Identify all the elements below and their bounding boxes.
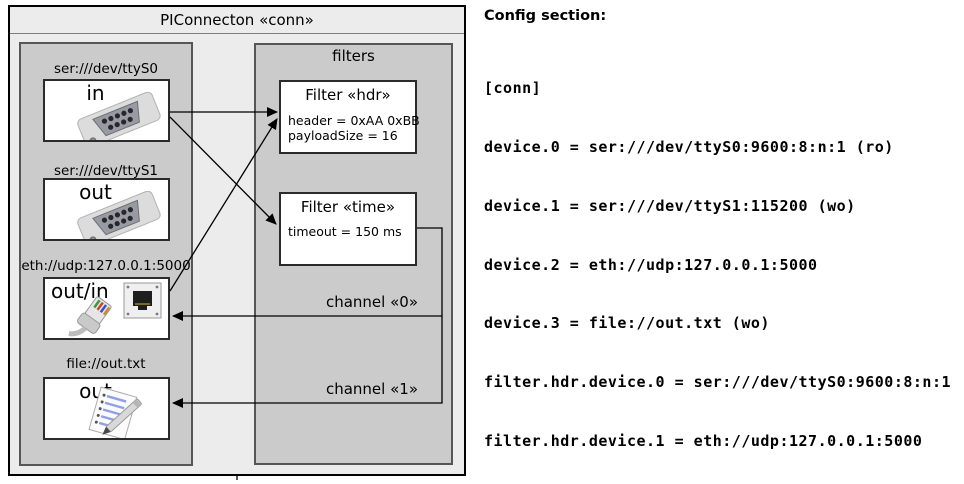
serial-connector-icon (77, 191, 161, 239)
config-line: device.0 = ser:///dev/ttyS0:9600:8:n:1 (… (484, 137, 894, 156)
device-direction: in (86, 81, 105, 105)
config-line: filter.hdr.device.0 = ser:///dev/ttyS0:9… (484, 373, 952, 392)
filter-time-box: Filter «time» timeout = 150 ms (279, 192, 417, 266)
channel-0-label: channel «0» (325, 293, 418, 311)
diagram-title: PIConnecton «conn» (10, 7, 464, 34)
notepad-file-icon (88, 386, 142, 438)
config-line: device.3 = file://out.txt (wo) (484, 314, 770, 333)
device-box-ttyS1: out (43, 178, 170, 241)
device-url-eth: eth://udp:127.0.0.1:5000 (21, 258, 191, 274)
filter-hdr-attr-header: header = 0xAA 0xBB (288, 113, 420, 128)
channel-1-label: channel «1» (325, 380, 418, 398)
config-line: filter.hdr.device.1 = eth://udp:127.0.0.… (484, 431, 923, 450)
ethernet-jack-icon (123, 282, 162, 319)
device-box-eth: out/in (43, 277, 170, 340)
filter-time-attr-timeout: timeout = 150 ms (288, 224, 402, 239)
config-line: [conn] (484, 79, 542, 98)
filters-panel-title: filters (332, 47, 375, 65)
device-direction: out/in (51, 279, 109, 303)
config-section-heading: Config section: (484, 8, 607, 24)
device-url-ttyS0: ser:///dev/ttyS0 (54, 61, 158, 77)
filter-hdr-box: Filter «hdr» header = 0xAA 0xBB payloadS… (279, 80, 420, 154)
device-url-ttyS1: ser:///dev/ttyS1 (54, 163, 158, 179)
filter-hdr-title: Filter «hdr» (305, 86, 391, 104)
config-line: device.2 = eth://udp:127.0.0.1:5000 (484, 255, 818, 274)
device-box-ttyS0: in (43, 79, 170, 142)
serial-connector-icon (77, 92, 161, 140)
filter-time-title: Filter «time» (300, 198, 396, 216)
device-direction: out (79, 180, 112, 204)
config-line: device.1 = ser:///dev/ttyS1:115200 (wo) (484, 196, 856, 215)
filter-hdr-attr-payload: payloadSize = 16 (288, 128, 398, 143)
device-url-file: file://out.txt (66, 356, 146, 372)
config-text-block: [conn] device.0 = ser:///dev/ttyS0:9600:… (484, 40, 962, 484)
ethernet-plug-icon (68, 296, 112, 337)
device-box-file: out (43, 377, 170, 440)
